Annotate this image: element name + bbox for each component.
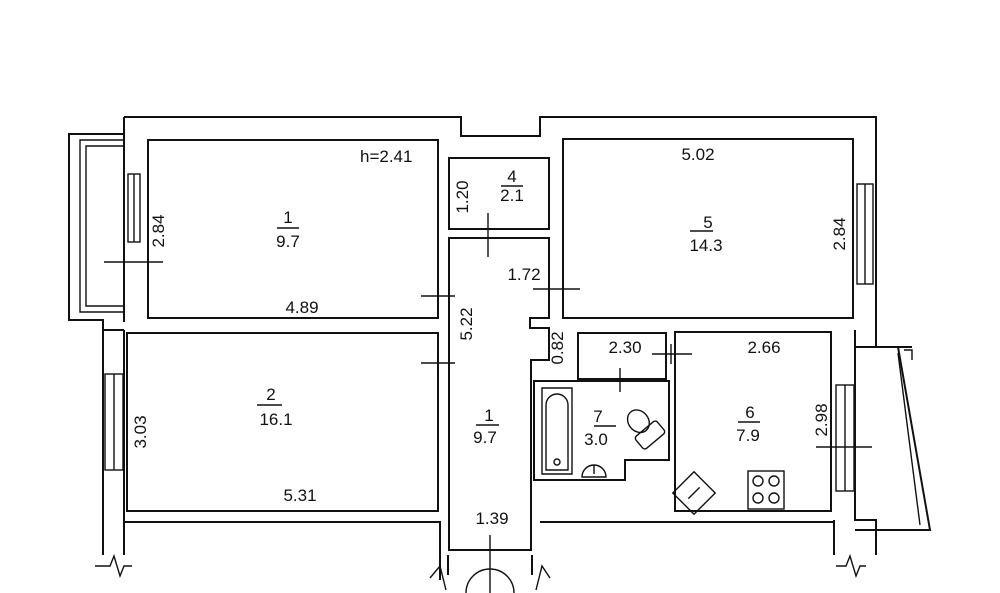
room-5-area: 14.3 [689,236,722,255]
room-5: 5 14.3 5.02 2.84 [562,138,854,319]
room-2-width-dim: 5.31 [283,486,316,505]
room-3-depth-dim: 2.84 [149,214,168,247]
bath-width-dim: 2.30 [608,338,641,357]
room-5-depth-dim: 2.84 [830,217,849,250]
kitchen-width-dim: 2.66 [747,338,780,357]
kitchen-depth-dim: 2.98 [812,403,831,436]
room-3-width-dim: 4.89 [285,298,318,317]
stove-icon [747,470,785,510]
room-2-area: 16.1 [259,410,292,429]
sink-icon [581,464,607,478]
left-balcony [68,133,124,331]
right-balcony [855,346,932,531]
room-2-number: 2 [266,385,275,404]
door-marks [104,213,872,593]
room-3-area: 9.7 [276,232,300,251]
room-4-area: 2.1 [500,186,524,205]
room-1-number: 1 [484,406,493,425]
room-4-number: 4 [507,167,516,186]
room-4-depth-dim: 1.20 [453,180,472,213]
toilet-icon [626,409,666,450]
room-1-corridor: 1 9.7 5.22 1.39 1.72 0.82 [448,237,567,551]
room-5-number: 5 [703,213,712,232]
outer-walls [102,116,912,580]
room-2: 2 16.1 5.31 3.03 [126,332,439,512]
room-6-kitchen: 6 7.9 2.66 2.98 [671,331,832,516]
passage-width-dim: 1.72 [507,265,540,284]
room-7-bathroom: 7 3.0 2.30 [533,332,670,481]
room-6-number: 6 [745,403,754,422]
room-5-width-dim: 5.02 [681,145,714,164]
room-6-area: 7.9 [736,426,760,445]
kitchen-sink-icon [671,470,717,516]
room-7-area: 3.0 [584,430,608,449]
corridor-length-dim: 5.22 [457,307,476,340]
bathtub-icon [541,387,573,475]
room-7-number: 7 [593,407,602,426]
break-symbols [95,553,866,593]
windows [104,173,874,492]
passage-depth-dim: 0.82 [548,331,567,364]
stair-arc-icon [465,568,515,593]
ceiling-height-label: h=2.41 [360,147,412,166]
corridor-width-dim: 1.39 [475,509,508,528]
room-2-depth-dim: 3.03 [131,415,150,448]
bath-drain-icon [553,458,561,466]
room-4: 4 2.1 1.20 [448,157,550,230]
room-1-area: 9.7 [473,428,497,447]
room-3: 1 9.7 h=2.41 4.89 2.84 [147,139,439,319]
room-3-number: 1 [283,208,292,227]
